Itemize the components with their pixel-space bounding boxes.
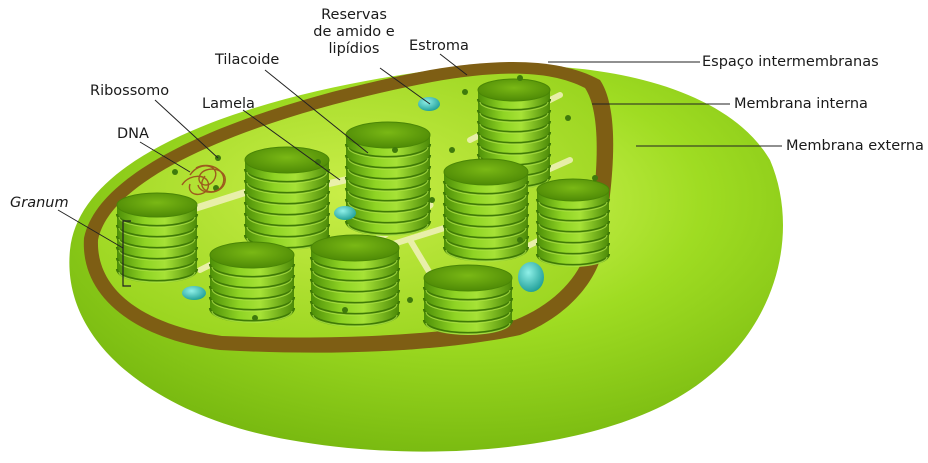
label-reservas-line3: lipídios <box>313 41 395 58</box>
thylakoid-top <box>311 235 399 261</box>
granum-stack <box>210 242 294 323</box>
label-granum: Granum <box>10 195 69 212</box>
label-espaco-intermembranas: Espaço intermembranas <box>702 54 879 71</box>
thylakoid-top <box>537 179 609 201</box>
label-reservas: Reservas de amido e lipídios <box>313 7 395 58</box>
label-dna: DNA <box>117 126 149 143</box>
starch-reserve-4 <box>518 262 544 292</box>
label-ribossomo: Ribossomo <box>90 83 169 100</box>
thylakoid-top <box>444 159 528 185</box>
thylakoid-top <box>346 122 430 148</box>
granum-stack <box>537 179 609 267</box>
label-estroma: Estroma <box>409 38 469 55</box>
granum-stack <box>346 122 430 236</box>
granum-stack <box>311 235 399 327</box>
thylakoid-top <box>424 265 512 291</box>
starch-reserve-2 <box>334 206 356 220</box>
granum-stack <box>117 193 197 283</box>
label-lamela: Lamela <box>202 96 255 113</box>
thylakoid-top <box>210 242 294 268</box>
label-membrana-externa: Membrana externa <box>786 138 924 155</box>
label-tilacoide: Tilacoide <box>215 52 279 69</box>
label-reservas-line2: de amido e <box>313 24 395 41</box>
starch-reserve-3 <box>182 286 206 300</box>
thylakoid-top <box>117 193 197 217</box>
granum-stack <box>424 265 512 335</box>
starch-reserve-1 <box>418 97 440 111</box>
granum-stack <box>444 159 528 262</box>
label-reservas-line1: Reservas <box>313 7 395 24</box>
label-membrana-interna: Membrana interna <box>734 96 868 113</box>
thylakoid-top <box>478 79 550 101</box>
